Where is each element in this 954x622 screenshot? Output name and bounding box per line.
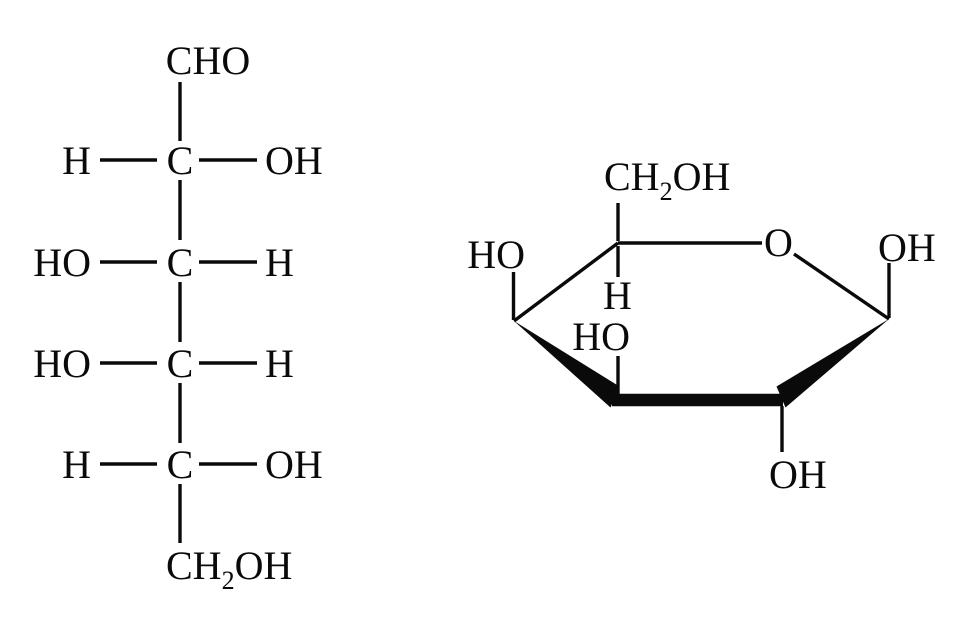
- fischer-c4-right-label: OH: [265, 442, 323, 487]
- haworth-c2-oh-label: OH: [769, 452, 827, 497]
- fischer-c2-left-label: HO: [33, 240, 91, 285]
- fischer-c1-left-label: H: [62, 138, 91, 183]
- fischer-c2-right-label: H: [265, 240, 294, 285]
- fischer-hydroxymethyl-sub: 2: [222, 566, 235, 595]
- fischer-projection: CHO C H OH C HO H C HO H C H OH CH2OH: [33, 38, 323, 595]
- fischer-c4-left-label: H: [62, 442, 91, 487]
- haworth-anomeric-oh-label: OH: [878, 225, 936, 270]
- haworth-projection: CH2OH O OH HO H HO OH: [467, 154, 936, 497]
- haworth-hydroxymethyl-post: OH: [673, 154, 731, 199]
- ring-wedge-c4-c3: [514, 321, 620, 408]
- fischer-c2-label: C: [167, 240, 194, 285]
- fischer-c1-label: C: [167, 138, 194, 183]
- haworth-c4-ho-label: HO: [467, 232, 525, 277]
- haworth-hydroxymethyl-label: CH2OH: [604, 154, 730, 206]
- ring-edge-c4-c5: [512, 241, 620, 323]
- fischer-hydroxymethyl-post: OH: [235, 543, 293, 588]
- haworth-ring-oxygen-label: O: [764, 220, 793, 265]
- haworth-hydroxymethyl-sub: 2: [660, 177, 673, 206]
- haworth-hydroxymethyl-pre: CH: [604, 154, 660, 199]
- ring-wedge-c1-c2: [776, 319, 889, 408]
- haworth-c5-h-label: H: [603, 273, 632, 318]
- fischer-hydroxymethyl-label: CH2OH: [166, 543, 292, 595]
- fischer-c3-left-label: HO: [33, 341, 91, 386]
- haworth-c3-ho-label: HO: [572, 314, 630, 359]
- fischer-c1-right-label: OH: [265, 138, 323, 183]
- fischer-c3-right-label: H: [265, 341, 294, 386]
- fischer-hydroxymethyl-pre: CH: [166, 543, 222, 588]
- ring-edge-o-c1: [793, 252, 890, 321]
- fischer-c3-label: C: [167, 341, 194, 386]
- fischer-aldehyde-label: CHO: [166, 38, 250, 83]
- fischer-c4-label: C: [167, 442, 194, 487]
